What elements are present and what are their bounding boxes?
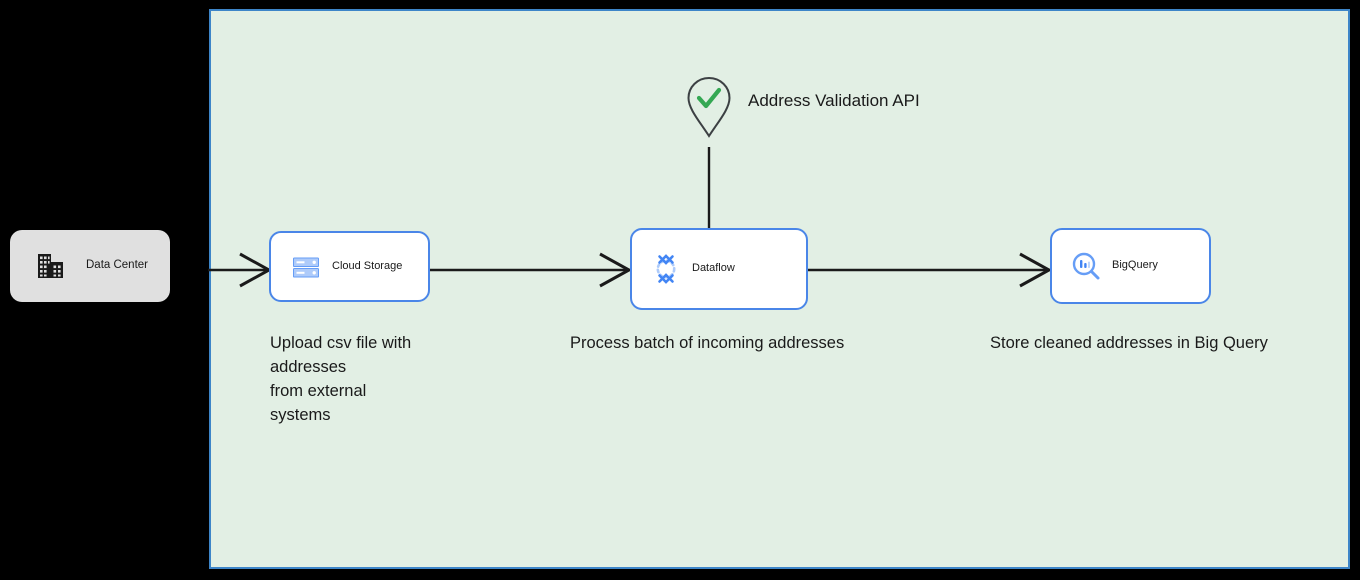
node-bigquery[interactable]: BigQuery: [1050, 228, 1211, 304]
node-data-center[interactable]: Data Center: [10, 230, 170, 302]
bigquery-icon: [1069, 251, 1103, 281]
node-dataflow[interactable]: Dataflow: [630, 228, 808, 310]
data-center-icon: [28, 251, 74, 281]
node-cloud-storage[interactable]: Cloud Storage: [269, 231, 430, 302]
node-dataflow-label: Dataflow: [692, 262, 735, 275]
address-validation-api-label: Address Validation API: [748, 91, 920, 110]
caption-bigquery: Store cleaned addresses in Big Query: [990, 334, 1268, 352]
node-bigquery-label: BigQuery: [1112, 259, 1158, 272]
cloud-storage-icon: [289, 252, 323, 282]
map-pin-check-icon: [687, 76, 731, 138]
node-data-center-label: Data Center: [86, 259, 149, 272]
address-validation-api-marker[interactable]: [686, 76, 732, 138]
dataflow-icon: [650, 253, 682, 285]
node-cloud-storage-label: Cloud Storage: [332, 259, 403, 272]
caption-cloud-storage: Upload csv file with addresses from exte…: [270, 334, 412, 424]
caption-dataflow: Process batch of incoming addresses: [570, 334, 845, 352]
